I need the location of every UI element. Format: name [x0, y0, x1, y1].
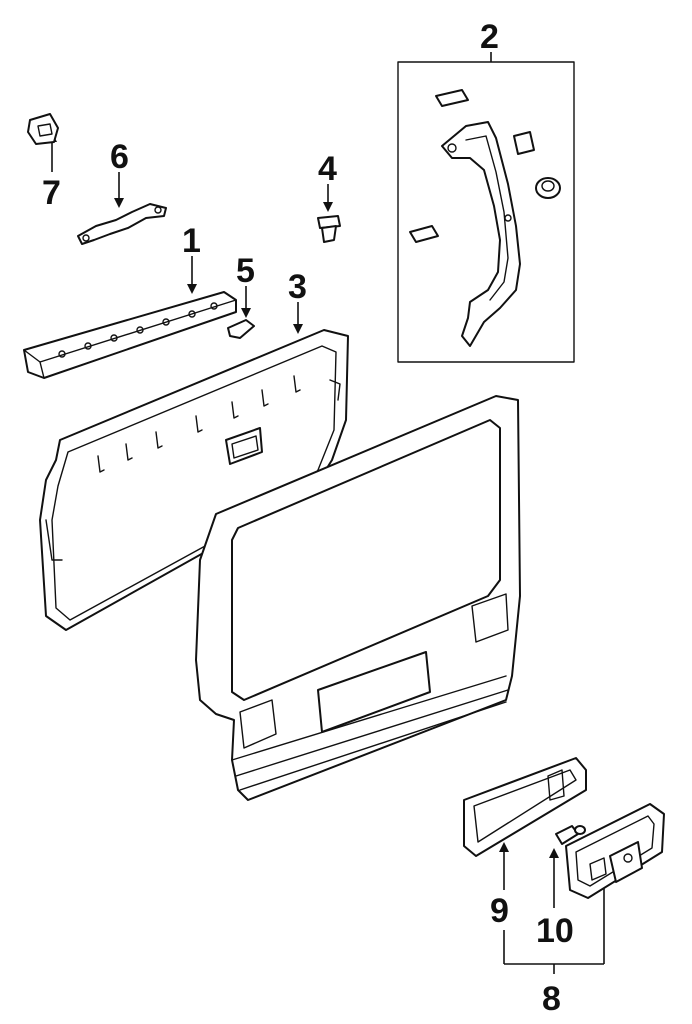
callout-1: 1	[182, 222, 201, 260]
leader-lines	[47, 52, 609, 974]
callout-5: 5	[236, 252, 255, 290]
part-7-clip	[27, 113, 59, 145]
part-2-cap-right	[513, 131, 535, 155]
callout-4: 4	[318, 150, 337, 188]
part-10-bulb	[555, 825, 586, 845]
callout-6: 6	[110, 138, 129, 176]
part-2-plug	[535, 177, 561, 199]
callout-10: 10	[536, 912, 574, 950]
part-8-lamp-housing	[565, 803, 665, 899]
back-door-glass-opening	[231, 419, 501, 701]
part-1-rail	[23, 291, 237, 379]
part-4-fastener	[317, 215, 341, 243]
part-2-cap-top	[435, 89, 469, 107]
part-2-cap-left	[409, 225, 439, 243]
part-2-box	[397, 61, 575, 363]
part-2-grab-handle	[441, 121, 521, 347]
callout-3: 3	[288, 268, 307, 306]
part-6-strap	[77, 203, 167, 245]
part-5-clip	[227, 319, 255, 339]
callout-8: 8	[542, 980, 561, 1018]
back-door	[195, 395, 521, 801]
callout-2: 2	[480, 18, 499, 56]
back-door-license-recess	[317, 651, 431, 733]
part-9-lens	[463, 757, 587, 857]
callout-9: 9	[490, 892, 509, 930]
part-2-frame	[397, 61, 575, 363]
callout-7: 7	[42, 174, 61, 212]
